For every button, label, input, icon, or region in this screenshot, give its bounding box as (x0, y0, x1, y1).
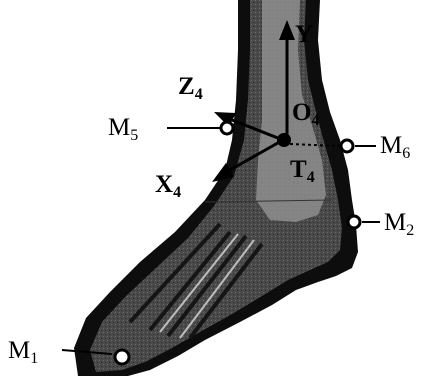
marker-m1 (115, 350, 129, 364)
m1-label: M1 (8, 338, 38, 367)
m2-label: M2 (384, 210, 414, 239)
origin-label: O4 (292, 100, 319, 129)
m6-label: M6 (380, 133, 410, 162)
x-axis-label: X4 (155, 172, 181, 201)
y-axis-label: Y (295, 22, 313, 51)
t-point-label: T4 (290, 157, 315, 186)
marker-m5 (221, 122, 233, 134)
marker-m6 (341, 140, 353, 152)
origin-point (277, 133, 291, 147)
z-axis-label: Z4 (178, 74, 203, 103)
m5-label: M5 (108, 115, 138, 144)
marker-m2 (348, 216, 360, 228)
